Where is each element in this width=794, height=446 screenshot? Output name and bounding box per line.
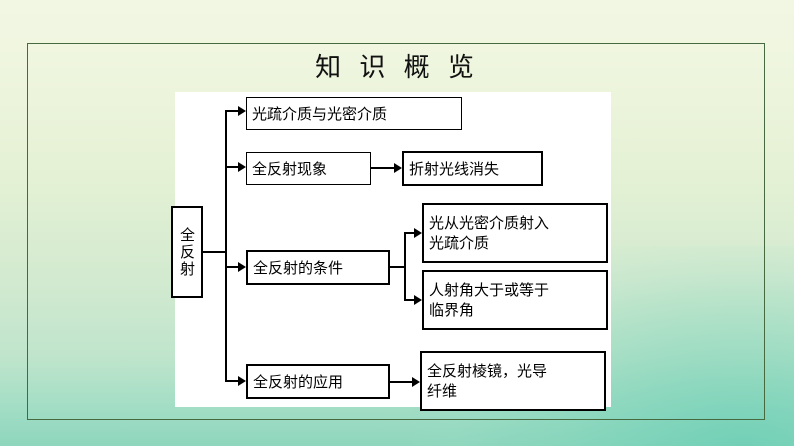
arrow-branch-3 bbox=[238, 262, 246, 272]
node-root-total-reflection[interactable]: 全反射 bbox=[171, 206, 203, 298]
arrow-branch-1 bbox=[238, 106, 246, 116]
arrow-branch-3-child-1 bbox=[414, 228, 422, 238]
connector-branch-2-to-child-1 bbox=[371, 167, 398, 169]
node-branch-3-conditions-for-total-reflection[interactable]: 全反射的条件 bbox=[246, 250, 390, 285]
node-branch-2-child-refracted-ray-vanishes[interactable]: 折射光线消失 bbox=[402, 151, 543, 186]
arrow-branch-2-child-1 bbox=[394, 163, 402, 173]
connector-branch-3-to-child-1 bbox=[404, 232, 418, 234]
connector-spine-to-branch-4 bbox=[225, 380, 242, 382]
page-title: 知 识 概 览 bbox=[315, 53, 479, 83]
arrow-branch-4-child-1 bbox=[412, 377, 420, 387]
connector-branch-3-split-vertical bbox=[404, 232, 406, 301]
connector-spine-to-branch-2 bbox=[225, 166, 242, 168]
node-branch-2-total-reflection-phenomenon[interactable]: 全反射现象 bbox=[246, 152, 371, 185]
connector-branch-4-to-child-1 bbox=[390, 381, 416, 383]
arrow-branch-2 bbox=[238, 162, 246, 172]
connector-spine-vertical bbox=[225, 110, 227, 382]
arrow-branch-3-child-2 bbox=[414, 295, 422, 305]
connector-branch-3-stub bbox=[390, 266, 406, 268]
connector-branch-3-to-child-2 bbox=[404, 299, 418, 301]
connector-spine-to-branch-3 bbox=[225, 266, 242, 268]
arrow-branch-4 bbox=[238, 376, 246, 386]
slide-frame-border bbox=[27, 43, 765, 420]
node-branch-1-optically-thinner-denser[interactable]: 光疏介质与光密介质 bbox=[246, 97, 462, 130]
node-branch-4-child-prism-and-optical-fiber[interactable]: 全反射棱镜，光导 纤维 bbox=[420, 351, 606, 411]
node-branch-4-applications-of-total-reflection[interactable]: 全反射的应用 bbox=[246, 364, 390, 399]
node-branch-3-child-incidence-angle-ge-critical[interactable]: 人射角大于或等于 临界角 bbox=[422, 270, 608, 330]
connector-root-to-spine bbox=[203, 251, 227, 253]
connector-spine-to-branch-1 bbox=[225, 110, 242, 112]
node-branch-3-child-light-from-denser-to-thinner[interactable]: 光从光密介质射入 光疏介质 bbox=[422, 203, 608, 263]
